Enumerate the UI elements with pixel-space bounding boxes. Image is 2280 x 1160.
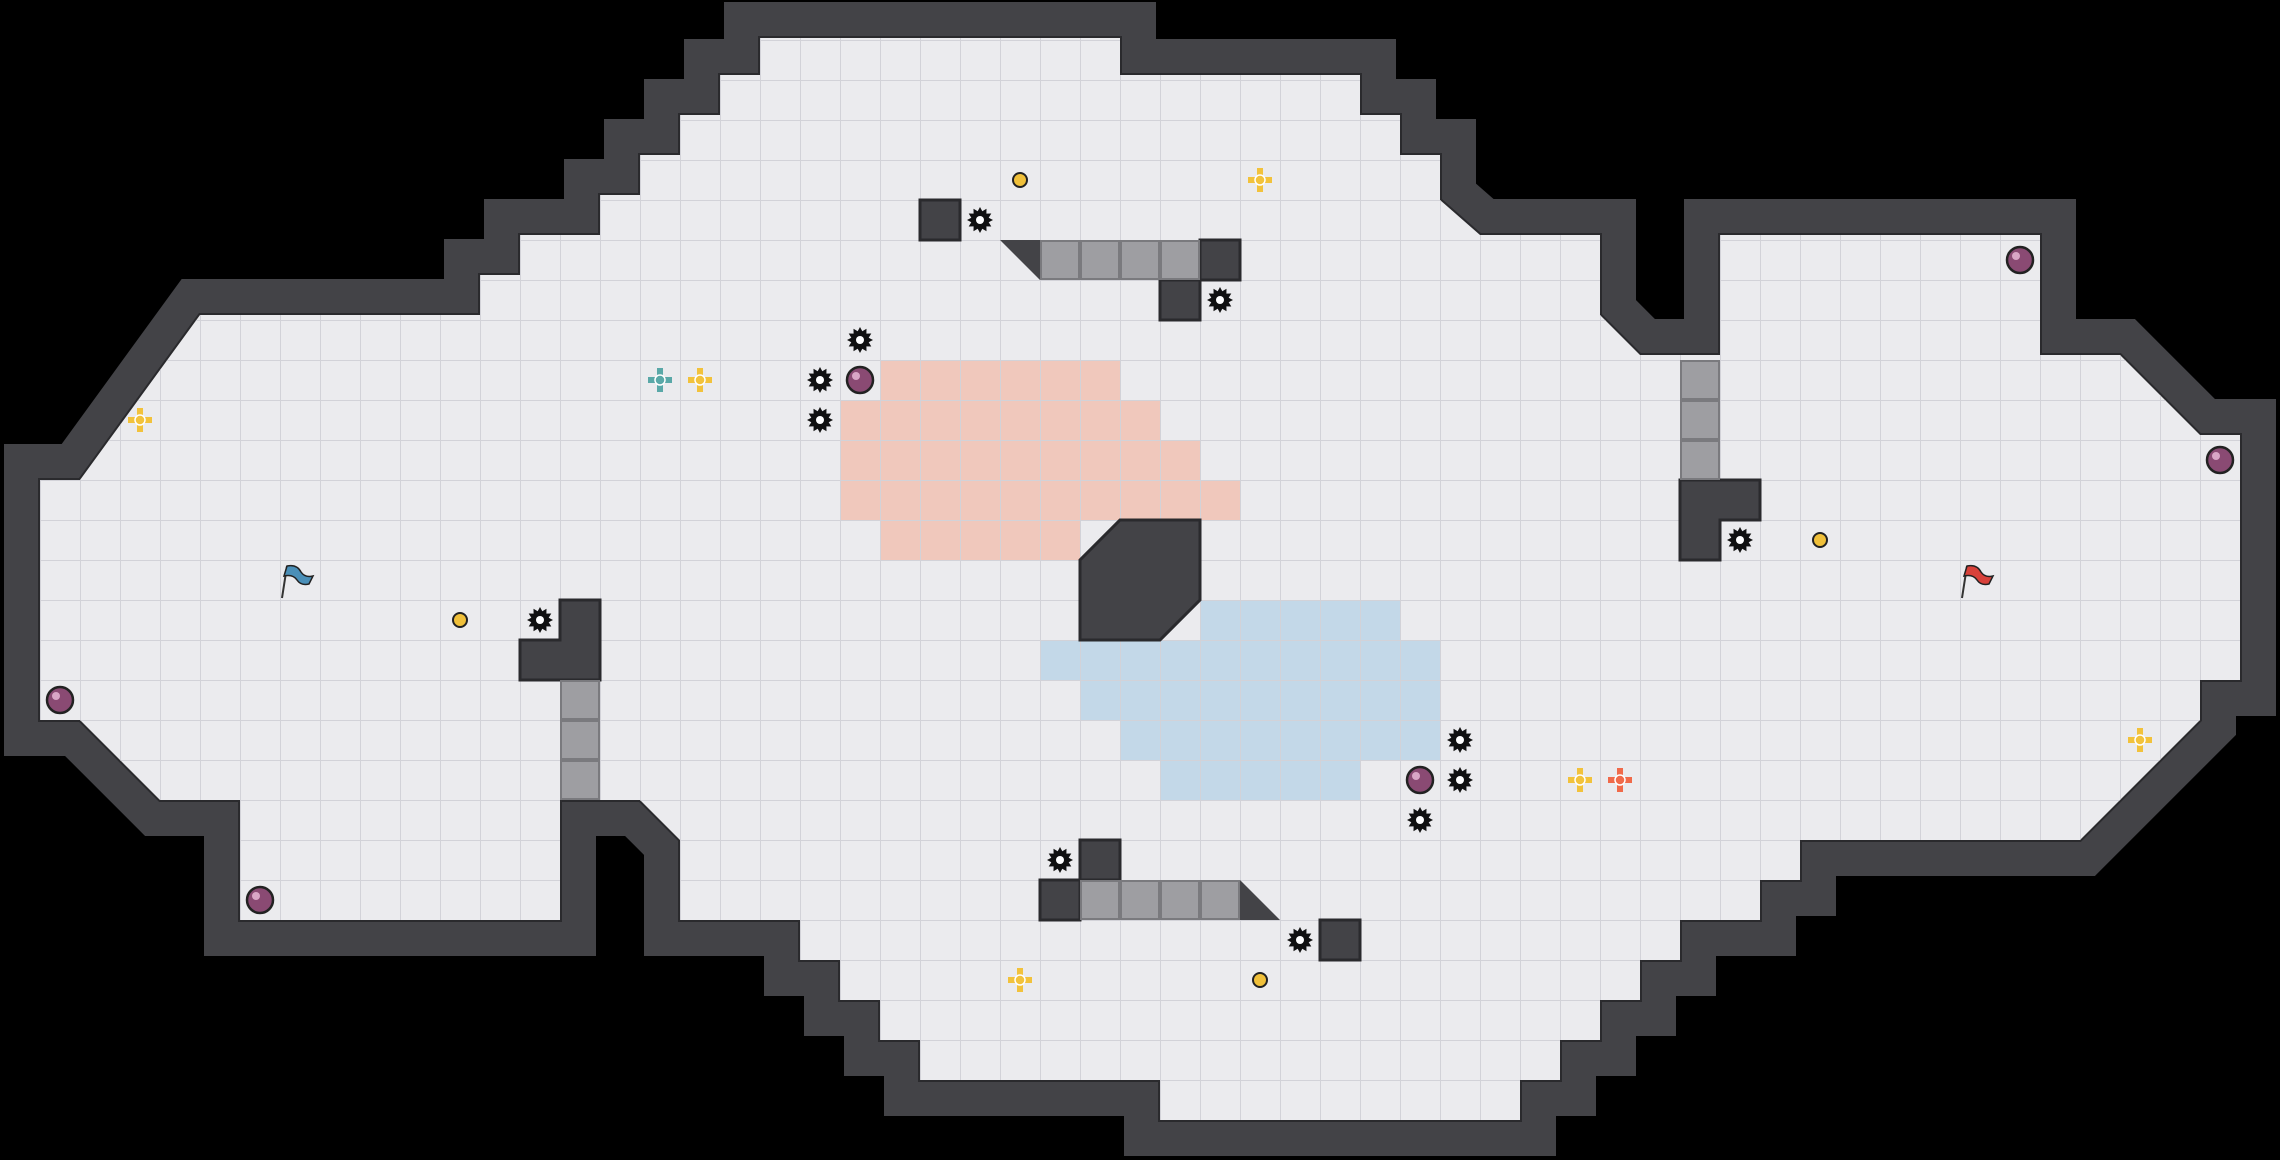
powerup-icon xyxy=(128,408,152,432)
gate-tile xyxy=(1680,440,1720,480)
gate-tile xyxy=(1160,240,1200,280)
gate-tile xyxy=(560,720,600,760)
flag-red-icon xyxy=(1961,564,1995,599)
coin-icon xyxy=(1812,532,1828,548)
spike-icon xyxy=(967,207,993,233)
wall-wedge xyxy=(1000,240,1040,280)
gate-tile xyxy=(560,760,600,800)
bomb-icon xyxy=(845,365,875,395)
spike-icon xyxy=(847,327,873,353)
spike-icon xyxy=(807,407,833,433)
coin-icon xyxy=(452,612,468,628)
center-wall-block xyxy=(1078,518,1202,642)
red-team-zone xyxy=(840,440,1200,480)
red-team-zone xyxy=(880,520,1080,560)
gate-tile xyxy=(1680,360,1720,400)
flag-blue-icon xyxy=(281,564,315,599)
gate-tile xyxy=(560,680,600,720)
blue-team-zone xyxy=(1080,680,1440,720)
bomb-icon xyxy=(1405,765,1435,795)
powerup-icon xyxy=(648,368,672,392)
spike-icon xyxy=(1047,847,1073,873)
spike-icon xyxy=(527,607,553,633)
bomb-icon xyxy=(245,885,275,915)
gate-tile xyxy=(1160,880,1200,920)
wall-block xyxy=(1158,278,1202,322)
coin-icon xyxy=(1012,172,1028,188)
powerup-icon xyxy=(688,368,712,392)
wall-wedge xyxy=(1240,880,1280,920)
bomb-icon xyxy=(45,685,75,715)
gate-tile xyxy=(1080,880,1120,920)
bomb-icon xyxy=(2005,245,2035,275)
map-items xyxy=(45,168,2235,992)
wall-block xyxy=(1038,878,1082,922)
bomb-icon xyxy=(2205,445,2235,475)
powerup-icon xyxy=(2128,728,2152,752)
spike-icon xyxy=(1727,527,1753,553)
spike-icon xyxy=(1207,287,1233,313)
gate-tile xyxy=(1200,880,1240,920)
spike-icon xyxy=(1407,807,1433,833)
gate-tile xyxy=(1080,240,1120,280)
powerup-icon xyxy=(1608,768,1632,792)
coin-icon xyxy=(1252,972,1268,988)
wall-blocks xyxy=(518,198,1762,962)
blue-team-zone xyxy=(1200,600,1400,640)
wall-block-l xyxy=(1678,478,1762,562)
spike-icon xyxy=(1447,767,1473,793)
gate-tile xyxy=(1680,400,1720,440)
wall-block-l xyxy=(518,598,602,682)
spike-icon xyxy=(1447,727,1473,753)
wall-block xyxy=(1078,838,1122,882)
powerup-icon xyxy=(1248,168,1272,192)
wall-block xyxy=(918,198,962,242)
powerup-icon xyxy=(1568,768,1592,792)
gate-tile xyxy=(1120,240,1160,280)
spike-icon xyxy=(1287,927,1313,953)
wall-block xyxy=(1318,918,1362,962)
gates xyxy=(560,240,1720,920)
gate-tile xyxy=(1040,240,1080,280)
wall-block xyxy=(1198,238,1242,282)
blue-team-zone xyxy=(1160,760,1360,800)
gate-tile xyxy=(1120,880,1160,920)
spike-icon xyxy=(807,367,833,393)
powerup-icon xyxy=(1008,968,1032,992)
